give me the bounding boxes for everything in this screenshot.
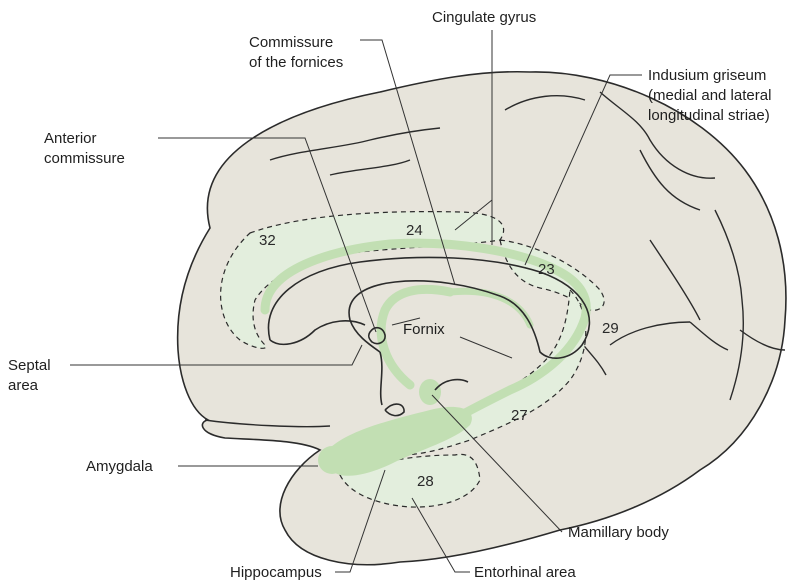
- area-number-29: 29: [602, 320, 619, 337]
- label-mamillary-body: Mamillary body: [568, 524, 669, 541]
- label-anterior-commissure-line2: commissure: [44, 150, 125, 167]
- area-number-27: 27: [511, 407, 528, 424]
- label-commissure-fornices-line2: of the fornices: [249, 54, 343, 71]
- label-commissure-fornices-line1: Commissure: [249, 34, 333, 51]
- label-septal-line2: area: [8, 377, 39, 394]
- label-anterior-commissure-line1: Anterior: [44, 130, 97, 147]
- label-septal-line1: Septal: [8, 357, 51, 374]
- label-indusium-line1: Indusium griseum: [648, 67, 766, 84]
- area-number-28: 28: [417, 473, 434, 490]
- label-fornix: Fornix: [403, 321, 445, 338]
- amygdala-shape: [318, 446, 346, 474]
- label-cingulate-gyrus: Cingulate gyrus: [432, 9, 536, 26]
- label-indusium-line3: longitudinal striae): [648, 107, 770, 124]
- area-number-32: 32: [259, 232, 276, 249]
- area-number-23: 23: [538, 261, 555, 278]
- label-indusium-line2: (medial and lateral: [648, 87, 771, 104]
- area-number-24: 24: [406, 222, 423, 239]
- label-hippocampus: Hippocampus: [230, 564, 322, 581]
- label-amygdala: Amygdala: [86, 458, 153, 475]
- label-entorhinal-area: Entorhinal area: [474, 564, 576, 581]
